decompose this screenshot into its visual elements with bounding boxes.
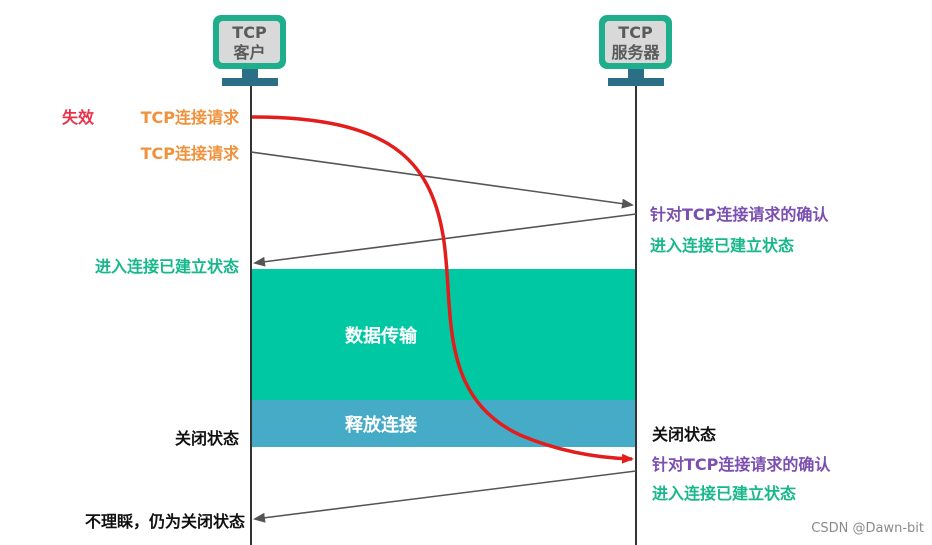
client-title-line2: 客户 [233,43,265,62]
client-request-label-1: TCP连接请求 [141,108,240,127]
client-ignore-label: 不理睬，仍为关闭状态 [85,512,245,531]
ack-arrow-2 [253,470,637,523]
server-ack-label-1: 针对TCP连接请求的确认 [650,205,829,224]
ack-arrow-1 [253,213,637,267]
server-box-face [605,21,666,63]
data-transfer-band [251,269,636,400]
client-box-face [219,21,280,63]
client-stand-neck [242,69,258,78]
release-band [251,400,636,447]
release-label: 释放连接 [345,414,417,436]
server-title-line2: 服务器 [611,43,660,62]
client-request-label-2: TCP连接请求 [141,144,240,163]
server-established-label-1: 进入连接已建立状态 [650,236,794,255]
client-title-line1: TCP [232,23,267,42]
request-arrow [250,151,634,209]
client-established-label: 进入连接已建立状态 [95,257,239,276]
server-endpoint: TCP 服务器 [599,15,672,86]
client-closed-label: 关闭状态 [175,429,239,448]
watermark: CSDN @Dawn-bit [811,521,924,536]
expired-tag: 失效 [62,108,94,127]
data-transfer-label: 数据传输 [345,325,418,347]
server-title-line1: TCP [618,23,653,42]
client-endpoint: TCP 客户 [213,15,286,86]
server-ack-label-2: 针对TCP连接请求的确认 [652,455,831,474]
server-established-label-2: 进入连接已建立状态 [652,484,796,503]
client-stand-base [222,78,278,86]
server-closed-label: 关闭状态 [652,425,716,444]
server-stand-neck [628,69,644,78]
server-stand-base [608,78,664,86]
expired-request-curve [251,115,634,464]
